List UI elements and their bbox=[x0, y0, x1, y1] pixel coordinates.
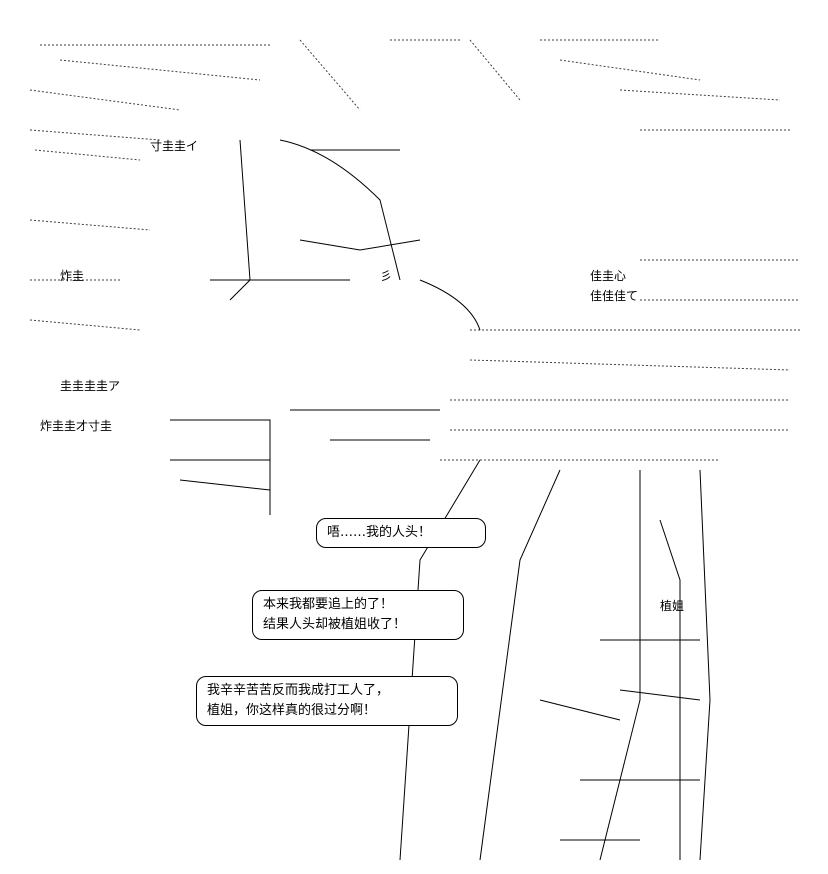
art-fragment: 圭圭圭圭ア bbox=[60, 379, 120, 393]
art-fragment: 佳佳佳て bbox=[590, 289, 638, 303]
bubble-3-line-2: 植姐，你这样真的很过分啊！ bbox=[207, 703, 377, 718]
figure-outline bbox=[170, 139, 711, 861]
bubble-2-line-2: 结果人头却被植姐收了！ bbox=[263, 617, 407, 632]
speech-bubble-3: 我辛辛苦苦反而我成打工人了， 植姐，你这样真的很过分啊！ bbox=[196, 676, 458, 726]
art-fragment: 炸圭圭才寸圭 bbox=[40, 419, 112, 433]
art-fragment: 炸圭 bbox=[60, 269, 84, 283]
radiating-lines bbox=[29, 39, 800, 461]
speech-bubble-2: 本来我都要追上的了！ 结果人头却被植姐收了！ bbox=[252, 590, 464, 640]
art-fragment: 植姐 bbox=[660, 598, 684, 613]
art-fragment: 佳圭心 bbox=[590, 269, 626, 283]
bubble-3-line-1: 我辛辛苦苦反而我成打工人了， bbox=[207, 683, 390, 698]
art-text-fragments: 寸圭圭イ 炸圭 彡 圭圭圭圭ア 炸圭圭才寸圭 佳圭心 佳佳佳て 植姐 bbox=[40, 139, 684, 613]
art-fragment: 彡 bbox=[380, 269, 392, 283]
bubble-1-line-1: 唔……我的人头！ bbox=[327, 525, 432, 540]
bubble-2-line-1: 本来我都要追上的了！ bbox=[263, 597, 394, 612]
speech-bubble-1: 唔……我的人头！ bbox=[316, 518, 486, 548]
art-fragment: 寸圭圭イ bbox=[150, 139, 198, 153]
